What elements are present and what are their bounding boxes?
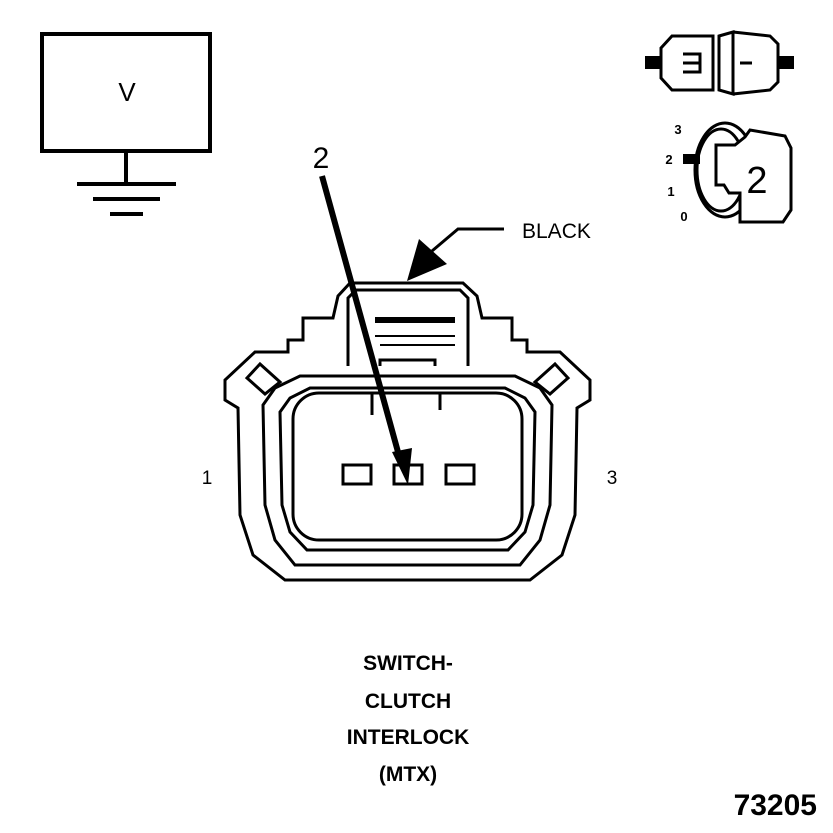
connector-face <box>223 281 592 582</box>
pin-3-label: 3 <box>607 468 618 489</box>
ground-icon <box>77 182 176 216</box>
voltmeter-label: V <box>118 77 136 107</box>
caption-line-4: (MTX) <box>379 763 437 786</box>
figure-number: 73205 <box>734 789 817 822</box>
position-3-label: 3 <box>674 122 681 137</box>
position-1-label: 1 <box>667 184 674 199</box>
pin-1-cavity <box>341 463 373 486</box>
pin-1-label: 1 <box>202 468 213 489</box>
probe-arrow: 2 <box>313 142 412 485</box>
probe-connector-icon <box>645 30 794 96</box>
caption-line-1: SWITCH- <box>363 652 453 675</box>
connector-caption: SWITCH- CLUTCH INTERLOCK (MTX) <box>347 652 470 786</box>
caption-line-3: INTERLOCK <box>347 726 470 749</box>
pin-3-cavity <box>444 463 476 486</box>
voltmeter-symbol: V <box>40 32 212 216</box>
connector-color-label: BLACK <box>522 220 591 243</box>
position-2-label: 2 <box>665 152 672 167</box>
selected-position-label: 2 <box>746 160 767 202</box>
probe-position-icon: 3 2 1 0 2 <box>665 121 793 224</box>
position-0-label: 0 <box>680 209 687 224</box>
probe-pin-label: 2 <box>313 142 330 175</box>
caption-line-2: CLUTCH <box>365 690 451 713</box>
color-callout: BLACK <box>407 220 591 281</box>
